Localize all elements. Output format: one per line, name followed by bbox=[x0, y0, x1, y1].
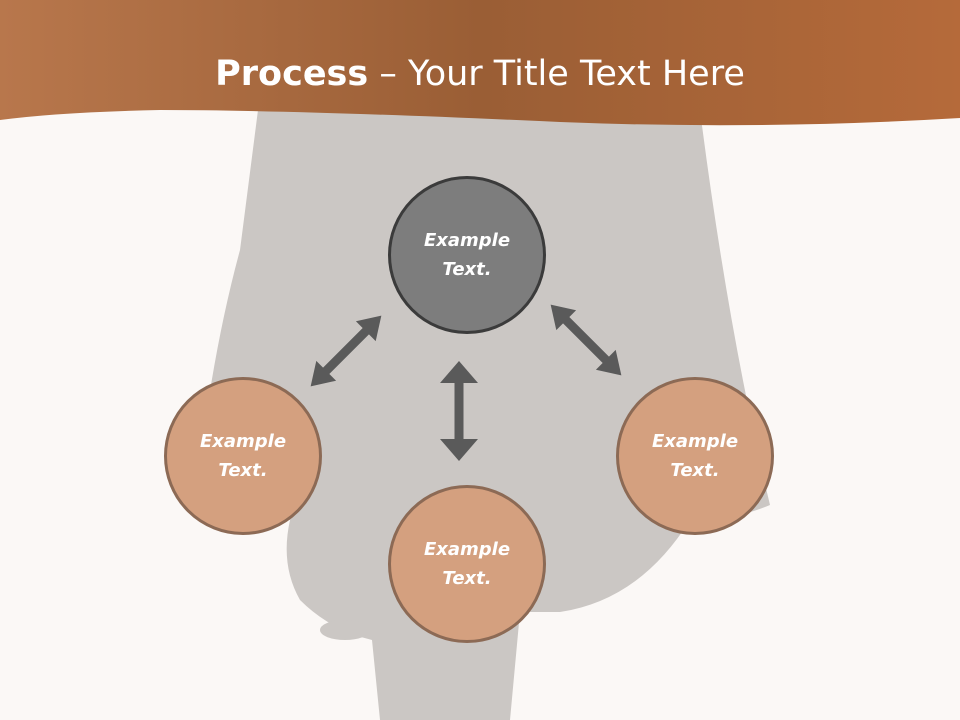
chair-silhouette bbox=[195, 110, 770, 720]
node-label: Example Text. bbox=[423, 539, 511, 589]
title-rest: – Your Title Text Here bbox=[368, 54, 745, 94]
process-node-bottom: Example Text. bbox=[388, 485, 546, 643]
node-label: Example Text. bbox=[199, 431, 287, 481]
title-bold: Process bbox=[215, 54, 369, 94]
process-node-top: Example Text. bbox=[388, 176, 546, 334]
page-title: Process – Your Title Text Here bbox=[0, 52, 960, 96]
header-band bbox=[0, 0, 960, 126]
double-arrow-icon bbox=[440, 361, 478, 461]
node-label: Example Text. bbox=[651, 431, 739, 481]
double-arrow-icon bbox=[550, 304, 622, 376]
process-node-right: Example Text. bbox=[616, 377, 774, 535]
node-label: Example Text. bbox=[423, 230, 511, 280]
process-node-left: Example Text. bbox=[164, 377, 322, 535]
double-arrow-icon bbox=[310, 315, 382, 387]
